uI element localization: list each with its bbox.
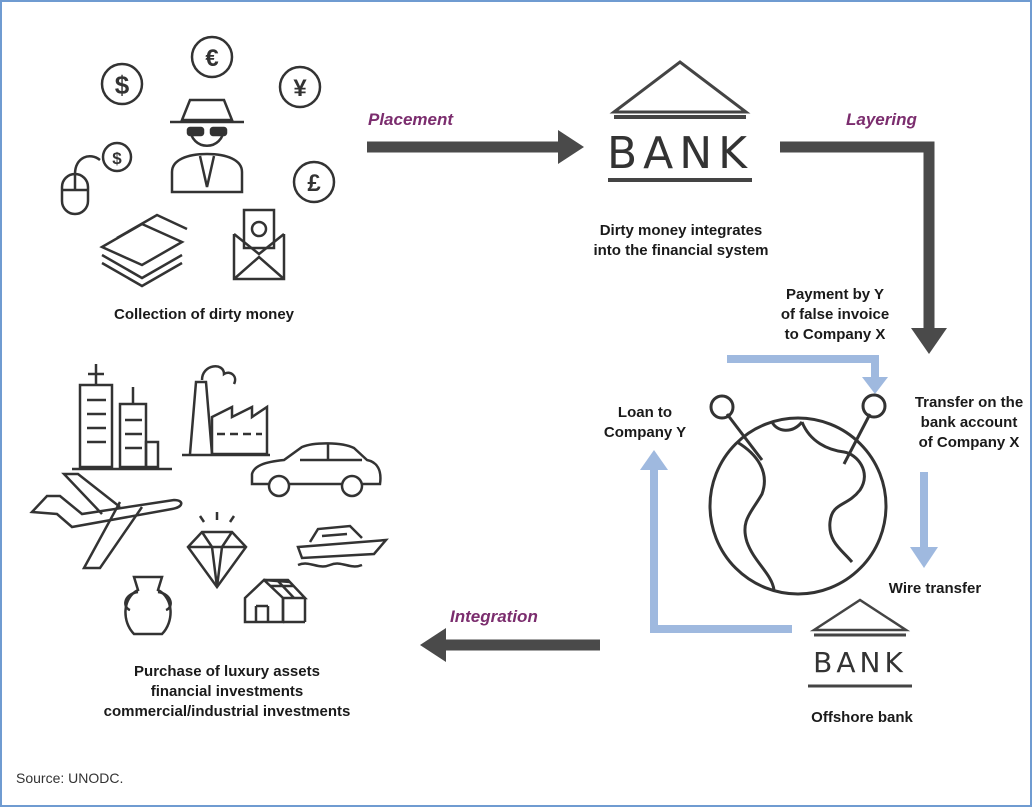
wire-transfer-arrow	[910, 472, 938, 568]
payment-label: Payment by Y of false invoice to Company…	[780, 286, 890, 343]
svg-text:$: $	[115, 70, 130, 100]
svg-text:¥: ¥	[293, 75, 307, 102]
integrates-label: Dirty money integrates into the financia…	[593, 222, 769, 259]
bank-icon	[608, 60, 752, 182]
integration-label: Integration	[450, 607, 538, 626]
offshore-bank-icon	[808, 598, 912, 688]
computer-mouse-icon	[60, 141, 133, 216]
placement-arrow	[367, 130, 584, 164]
envelope-money-icon	[232, 208, 286, 281]
layering-label: Layering	[846, 110, 917, 129]
svg-text:€: €	[205, 45, 218, 72]
small-dollar-coin-icon: $	[112, 149, 122, 168]
collection-label: Collection of dirty money	[113, 306, 294, 323]
yacht-icon	[296, 524, 389, 568]
offshore-bank-sign-text: BANK	[813, 646, 907, 679]
bank-sign-text: BANK	[607, 128, 753, 179]
city-buildings-icon	[72, 364, 172, 471]
svg-text:£: £	[307, 170, 321, 197]
layering-arrow	[780, 141, 947, 354]
globe-icon	[708, 393, 888, 596]
wire-transfer-label: Wire transfer	[888, 580, 982, 597]
dollar-coin-icon: $	[100, 62, 144, 106]
transfer-label: Transfer on the bank account of Company …	[914, 394, 1024, 451]
placement-label: Placement	[368, 110, 454, 129]
loan-arrow	[640, 450, 792, 633]
airplane-icon	[29, 472, 183, 570]
integration-arrow	[420, 628, 600, 662]
loan-label: Loan to Company Y	[603, 404, 687, 441]
criminal-icon	[170, 98, 244, 194]
purchase-label: Purchase of luxury assets financial inve…	[103, 663, 351, 720]
vase-icon	[124, 575, 172, 636]
solar-house-icon	[243, 578, 308, 624]
source-note: Source: UNODC.	[16, 770, 124, 786]
offshore-bank-label: Offshore bank	[811, 709, 913, 726]
pound-coin-icon: £	[292, 160, 336, 204]
diamond-icon	[186, 512, 248, 590]
payment-arrow	[727, 355, 888, 394]
euro-coin-icon: €	[190, 35, 234, 79]
factory-icon	[182, 365, 270, 457]
car-icon	[250, 442, 382, 498]
cash-stack-icon	[99, 213, 188, 288]
yen-coin-icon: ¥	[278, 65, 322, 109]
